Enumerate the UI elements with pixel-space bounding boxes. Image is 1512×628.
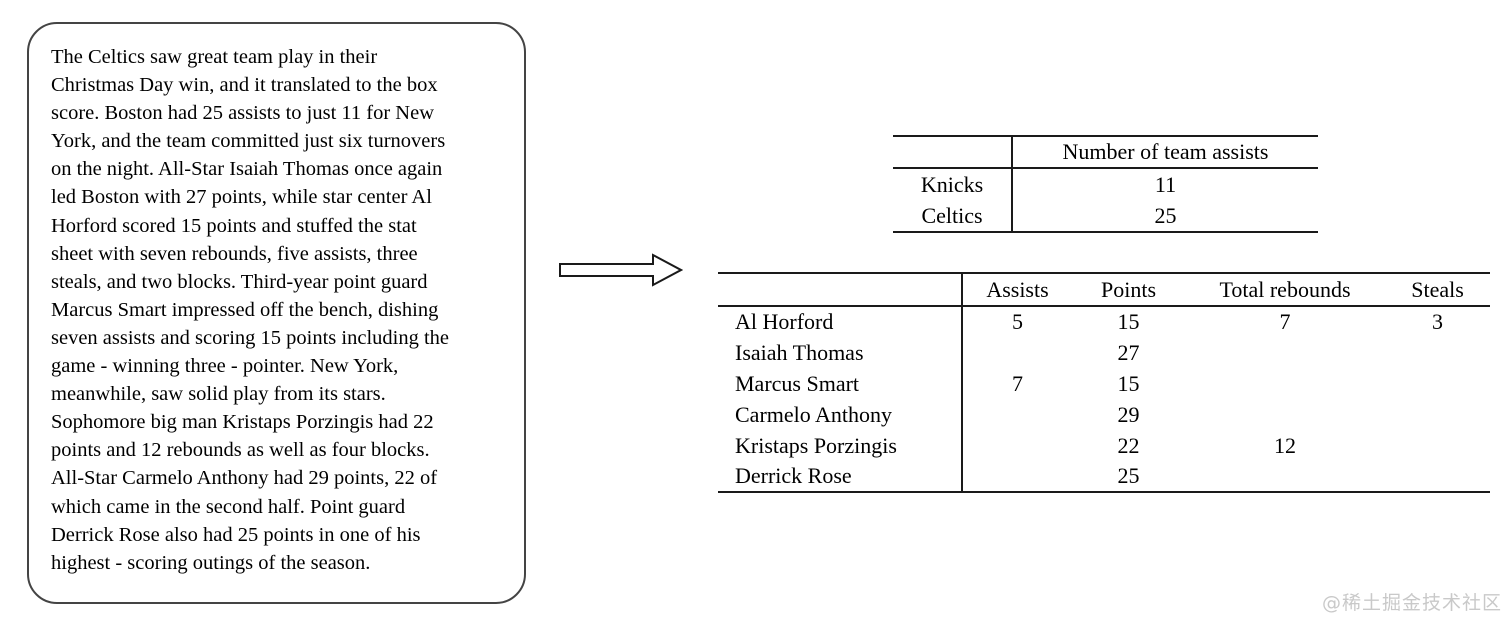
table-row: Carmelo Anthony 29	[718, 399, 1490, 430]
table-cell	[962, 399, 1072, 430]
table-cell: Derrick Rose	[718, 461, 963, 492]
right-arrow-icon	[559, 253, 683, 287]
table-row: Celtics 25	[893, 200, 1318, 232]
table-cell	[1385, 368, 1490, 399]
table-cell: 11	[1154, 171, 1177, 197]
table-cell	[1185, 461, 1385, 492]
table-cell: 7	[1012, 370, 1023, 396]
column-header: Total rebounds	[1219, 276, 1351, 302]
table-cell: Isaiah Thomas	[718, 337, 963, 368]
column-header: Steals	[1411, 276, 1464, 302]
table-cell: 12	[1274, 432, 1296, 458]
table-cell	[1385, 399, 1490, 430]
table-cell	[1385, 337, 1490, 368]
game-summary-box: The Celtics saw great team play in their…	[27, 22, 526, 604]
table-row: Derrick Rose 25	[718, 461, 1490, 492]
table-cell	[962, 461, 1072, 492]
table-row: Marcus Smart 7 15	[718, 368, 1490, 399]
table-cell	[1185, 337, 1385, 368]
table-cell	[962, 430, 1072, 461]
watermark-text: @稀土掘金技术社区	[1321, 592, 1502, 614]
table-cell: Knicks	[893, 168, 1013, 200]
table-cell: 25	[1117, 463, 1140, 488]
table-cell: 15	[1117, 370, 1140, 396]
table-cell: 29	[1117, 401, 1140, 427]
table-row: Knicks 11	[893, 168, 1318, 200]
table-cell: Kristaps Porzingis	[718, 430, 963, 461]
column-header: Number of team assists	[1062, 139, 1269, 164]
table-cell	[1385, 430, 1490, 461]
table-header-row: Number of team assists	[893, 136, 1318, 168]
table-cell: 7	[1279, 309, 1291, 334]
table-cell: Celtics	[893, 200, 1013, 232]
player-stats-table: Assists Points Total rebounds Steals Al Horf…	[718, 272, 1490, 493]
table-row: Kristaps Porzingis 22 12	[718, 430, 1490, 461]
table-cell: 5	[1012, 309, 1023, 334]
table-cell: Al Horford	[718, 306, 963, 337]
column-header: Assists	[986, 276, 1049, 302]
table-cell: 25	[1154, 202, 1177, 228]
table-cell: 27	[1117, 339, 1140, 365]
table-cell: Marcus Smart	[718, 368, 963, 399]
table-cell	[962, 337, 1072, 368]
column-header: Points	[1100, 276, 1157, 302]
column-header	[893, 136, 1013, 168]
game-summary-text: The Celtics saw great team play in their…	[51, 46, 449, 574]
table-cell	[1185, 399, 1385, 430]
column-header	[718, 273, 963, 306]
table-cell: 15	[1117, 309, 1140, 334]
table-cell: Carmelo Anthony	[718, 399, 963, 430]
table-cell: 3	[1432, 309, 1443, 334]
table-row: Isaiah Thomas 27	[718, 337, 1490, 368]
table-cell: 22	[1117, 432, 1140, 458]
table-row: Al Horford 5 15 7 3	[718, 306, 1490, 337]
table-header-row: Assists Points Total rebounds Steals	[718, 273, 1490, 306]
table-cell	[1185, 368, 1385, 399]
table-cell	[1385, 461, 1490, 492]
